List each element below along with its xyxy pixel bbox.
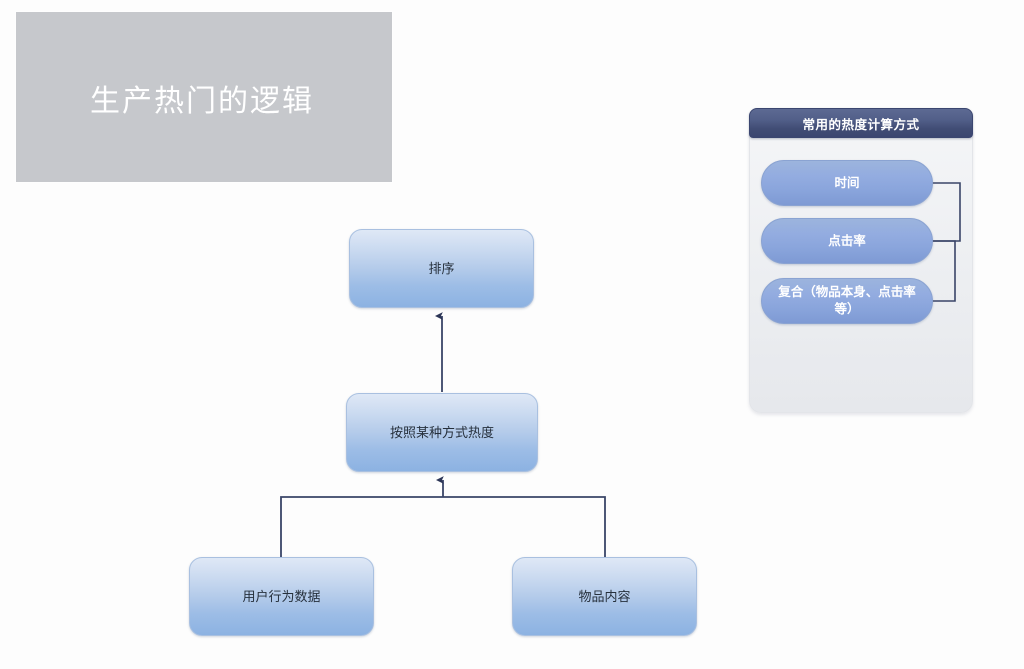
panel-header: 常用的热度计算方式: [749, 108, 973, 138]
panel-title: 常用的热度计算方式: [802, 117, 920, 132]
node-behavior-label: 用户行为数据: [242, 588, 321, 604]
panel-item-time[interactable]: 时间: [761, 160, 933, 206]
page-title: 生产热门的逻辑: [90, 85, 314, 118]
panel-item-ctr[interactable]: 点击率: [761, 218, 933, 264]
edge-sources-to-heat: [280, 476, 606, 557]
node-heat-label: 按照某种方式热度: [389, 424, 494, 440]
node-sort-label: 排序: [428, 260, 455, 276]
node-behavior[interactable]: 用户行为数据: [189, 557, 374, 636]
node-heat[interactable]: 按照某种方式热度: [346, 393, 538, 472]
panel-item-time-label: 时间: [834, 175, 860, 190]
node-content-label: 物品内容: [578, 588, 631, 604]
title-block: 生产热门的逻辑: [16, 12, 392, 182]
panel-item-ctr-label: 点击率: [828, 233, 866, 248]
heat-methods-panel: 常用的热度计算方式 时间 点击率 复合（物品本身、点击率等）: [749, 108, 973, 413]
node-content[interactable]: 物品内容: [512, 557, 697, 636]
node-sort[interactable]: 排序: [349, 229, 534, 308]
panel-item-compound-label: 复合（物品本身、点击率等）: [778, 285, 916, 316]
panel-item-compound[interactable]: 复合（物品本身、点击率等）: [761, 278, 933, 324]
